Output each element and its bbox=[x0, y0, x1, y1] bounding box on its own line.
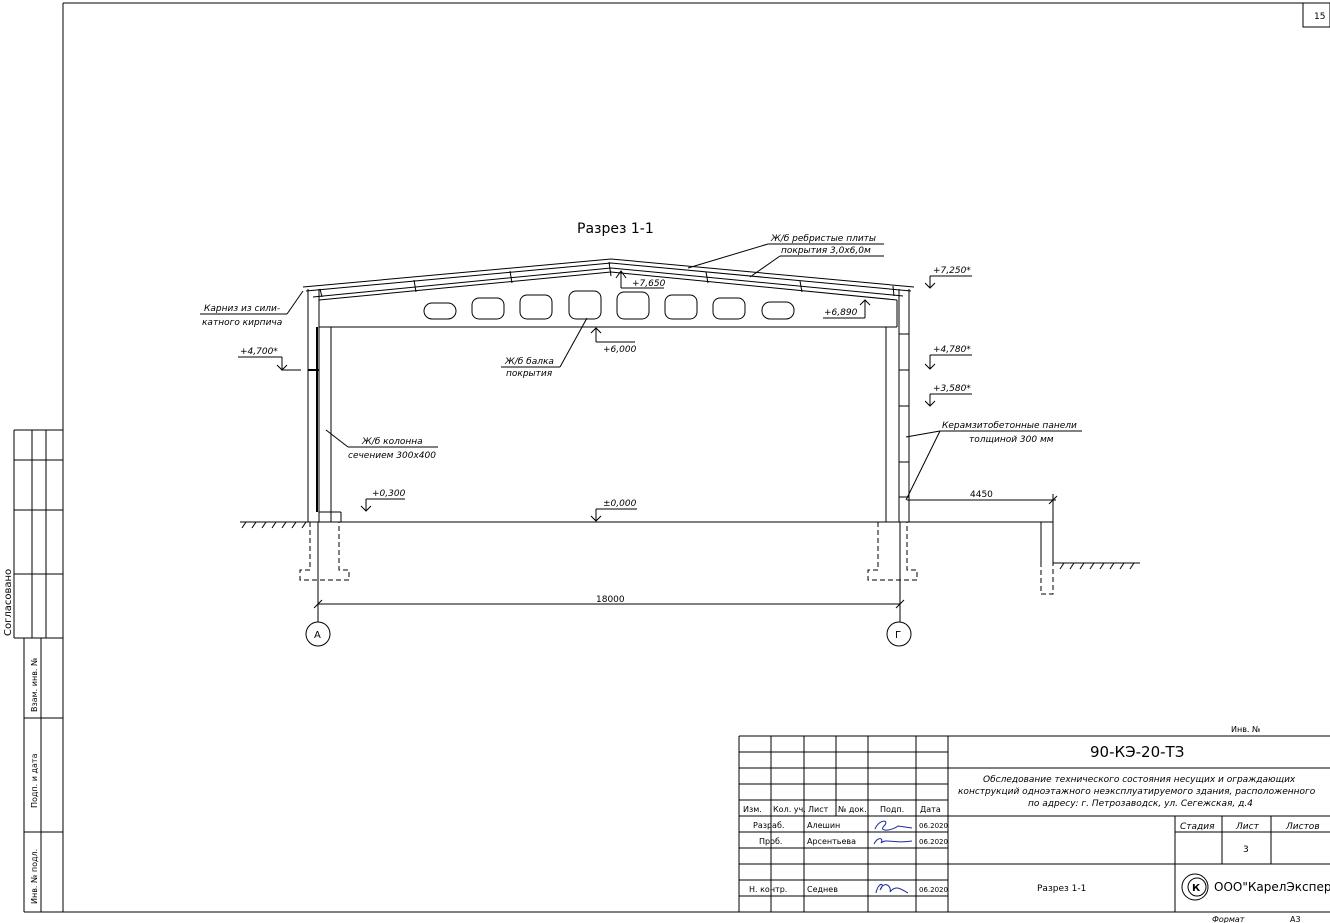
roof-slabs-label-1: Ж/б ребристые плиты bbox=[770, 234, 876, 244]
level-0000: ±0,000 bbox=[603, 499, 637, 509]
dimension-span-value: 18000 bbox=[596, 595, 625, 605]
header-count: Кол. уч. bbox=[773, 805, 806, 814]
level-mark-4780: +4,780* bbox=[924, 345, 972, 370]
signature-date-label: Подп. и дата bbox=[30, 753, 39, 808]
checked-date: 06.2020 bbox=[919, 838, 948, 846]
company-name: ООО"КарелЭксперт" bbox=[1214, 880, 1330, 894]
axis-marker-a: А bbox=[305, 621, 331, 647]
roof-beam bbox=[318, 271, 898, 328]
header-change: Изм. bbox=[743, 805, 762, 814]
callout-cornice: Карниз из сили- катного кирпича bbox=[200, 290, 304, 328]
panels-label-2: толщиной 300 мм bbox=[969, 435, 1054, 445]
developed-date: 06.2020 bbox=[919, 822, 948, 830]
right-column bbox=[885, 289, 910, 522]
axis-a-label: А bbox=[314, 630, 321, 641]
level-7250: +7,250* bbox=[933, 266, 971, 276]
sheets-label: Листов bbox=[1285, 822, 1320, 832]
format-label: Формат bbox=[1212, 915, 1245, 923]
sheet-frame: 15 bbox=[62, 2, 1330, 913]
agreed-label: Согласовано bbox=[3, 569, 14, 636]
company-logo: К bbox=[1181, 873, 1209, 901]
sheet-number: 15 bbox=[1314, 12, 1325, 22]
dimension-ext-value: 4450 bbox=[970, 490, 993, 500]
checked-name: Арсентьева bbox=[807, 837, 856, 846]
original-inv-label: Инв. № подл. bbox=[30, 849, 39, 904]
signature-checked bbox=[873, 838, 913, 845]
level-mark-7250: +7,250* bbox=[924, 266, 972, 289]
cornice-label-2: катного кирпича bbox=[202, 318, 282, 328]
side-stamp: Согласовано Взам. инв. № Подп. и дата Ин… bbox=[3, 429, 63, 913]
sheet-value: 3 bbox=[1243, 845, 1249, 855]
sheet-name: Разрез 1-1 bbox=[1037, 884, 1086, 894]
inv-label: Инв. № bbox=[1231, 725, 1261, 734]
callout-roof-slabs: Ж/б ребристые плиты покрытия 3,0х6,0м bbox=[687, 234, 884, 278]
callout-panels: Керамзитобетонные панели толщиной 300 мм bbox=[905, 421, 1082, 501]
replaced-inv-label: Взам. инв. № bbox=[30, 657, 39, 712]
floor-line bbox=[240, 521, 1053, 529]
dimension-span: 18000 bbox=[313, 522, 905, 622]
doc-code: 90-КЭ-20-ТЗ bbox=[1090, 743, 1184, 761]
level-mark-4700: +4,700* bbox=[238, 347, 301, 371]
column-label-1: Ж/б колонна bbox=[361, 437, 423, 447]
level-4700: +4,700* bbox=[240, 347, 278, 357]
developed-name: Алешин bbox=[807, 821, 840, 830]
level-mark-7650: +7,650 bbox=[615, 270, 666, 289]
norm-date: 06.2020 bbox=[919, 886, 948, 894]
signature-norm bbox=[875, 883, 909, 894]
panels-label-1: Керамзитобетонные панели bbox=[942, 421, 1077, 431]
level-mark-0300: +0,300 bbox=[360, 489, 406, 512]
checked-role: Проб. bbox=[759, 837, 782, 846]
left-column bbox=[307, 289, 342, 522]
level-3580: +3,580* bbox=[933, 384, 971, 394]
cornice-label-1: Карниз из сили- bbox=[204, 304, 280, 314]
svg-text:К: К bbox=[1192, 883, 1201, 894]
beam-label-2: покрытия bbox=[506, 369, 553, 379]
level-7650: +7,650 bbox=[632, 279, 666, 289]
roof-slabs bbox=[302, 258, 915, 298]
header-sign: Подп. bbox=[880, 805, 904, 814]
description-line-1: Обследование технического состояния несу… bbox=[983, 775, 1296, 785]
callout-column: Ж/б колонна сечением 300х400 bbox=[325, 429, 438, 461]
level-4780: +4,780* bbox=[933, 345, 971, 355]
platform bbox=[1040, 522, 1140, 570]
foundations bbox=[299, 522, 1054, 595]
header-doc: № док. bbox=[838, 805, 867, 814]
level-0300: +0,300 bbox=[372, 489, 406, 499]
description-line-3: по адресу: г. Петрозаводск, ул. Сегежска… bbox=[1028, 799, 1253, 809]
header-date: Дата bbox=[920, 805, 941, 814]
building-section bbox=[240, 258, 1140, 595]
callout-beam: Ж/б балка покрытия bbox=[501, 317, 588, 379]
norm-name: Седнев bbox=[807, 885, 838, 894]
axis-marker-g: Г bbox=[886, 621, 912, 647]
header-sheet: Лист bbox=[808, 805, 829, 814]
level-mark-6890: +6,890 bbox=[823, 299, 871, 319]
level-mark-3580: +3,580* bbox=[924, 384, 972, 407]
roof-slabs-label-2: покрытия 3,0х6,0м bbox=[781, 246, 871, 256]
norm-role: Н. контр. bbox=[749, 885, 787, 894]
level-6000: +6,000 bbox=[603, 345, 637, 355]
level-mark-6000: +6,000 bbox=[590, 327, 637, 355]
dimension-ext: 4450 bbox=[907, 490, 1058, 522]
beam-label-1: Ж/б балка bbox=[504, 357, 554, 367]
drawing-title: Разрез 1-1 bbox=[577, 221, 654, 237]
developed-role: Разраб. bbox=[753, 821, 784, 830]
column-label-2: сечением 300х400 bbox=[348, 451, 436, 461]
stage-label: Стадия bbox=[1180, 822, 1215, 832]
sheet-label: Лист bbox=[1235, 822, 1260, 832]
signature-developed bbox=[874, 820, 913, 831]
title-block: Инв. № 90-КЭ-20-ТЗ Обследование техничес… bbox=[738, 725, 1330, 923]
description-line-2: конструкций одноэтажного неэксплуатируем… bbox=[958, 787, 1316, 797]
axis-g-label: Г bbox=[895, 630, 901, 641]
format-value: А3 bbox=[1290, 915, 1301, 923]
level-6890: +6,890 bbox=[824, 308, 858, 318]
level-mark-0000: ±0,000 bbox=[590, 499, 637, 522]
